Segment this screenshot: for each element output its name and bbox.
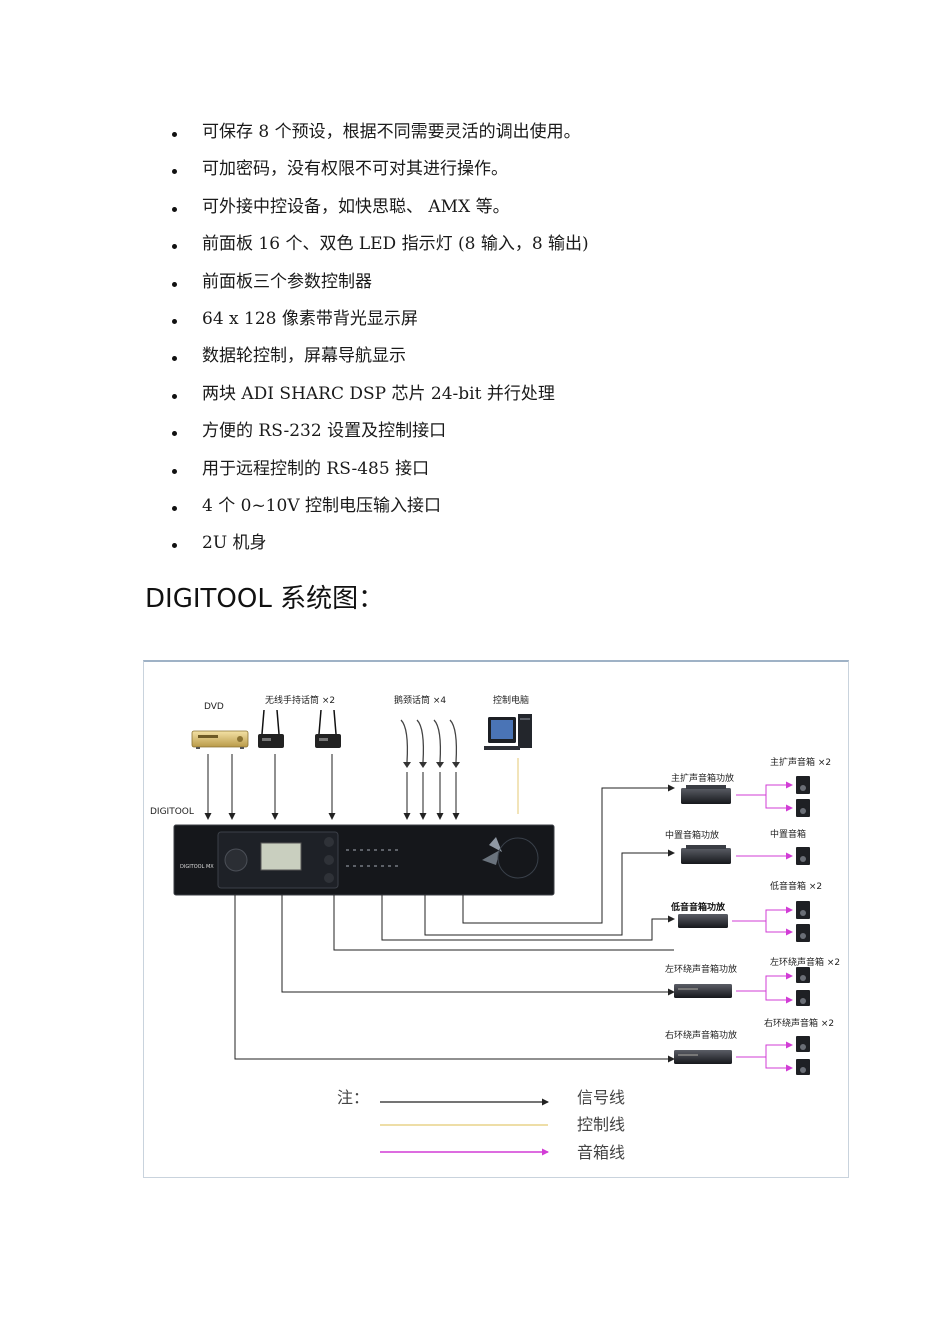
bullet-dot-icon bbox=[172, 505, 177, 511]
bullet-dot-icon bbox=[172, 468, 177, 474]
legend-audio-label: 音箱线 bbox=[577, 1143, 625, 1162]
feature-list: 可保存 8 个预设，根据不同需要灵活的调出使用。 可加密码，没有权限不可对其进行… bbox=[172, 118, 589, 567]
computer-icon bbox=[484, 714, 532, 750]
speaker-label: 低音音箱 ×2 bbox=[770, 880, 822, 892]
section-heading: DIGITOOL 系统图： bbox=[145, 584, 385, 614]
list-item: 可保存 8 个预设，根据不同需要灵活的调出使用。 bbox=[172, 118, 589, 155]
amplifier-icon bbox=[678, 914, 728, 928]
list-item: 前面板 16 个、双色 LED 指示灯 (8 输入，8 输出) bbox=[172, 230, 589, 267]
list-item: 方便的 RS-232 设置及控制接口 bbox=[172, 417, 589, 454]
bullet-dot-icon bbox=[172, 169, 177, 175]
speaker-label: 主扩声音箱 ×2 bbox=[770, 756, 831, 768]
audio-lines bbox=[732, 781, 793, 1072]
speaker-label: 左环绕声音箱 ×2 bbox=[770, 956, 840, 968]
list-item: 4 个 0~10V 控制电压输入接口 bbox=[172, 492, 589, 529]
digitool-processor-icon: DIGITOOL MX bbox=[173, 824, 555, 896]
list-item: 前面板三个参数控制器 bbox=[172, 268, 589, 305]
speaker-label: 右环绕声音箱 ×2 bbox=[764, 1017, 834, 1029]
speaker-label: 中置音箱 bbox=[770, 828, 806, 840]
legend-control-label: 控制线 bbox=[577, 1115, 625, 1134]
list-item: 用于远程控制的 RS-485 接口 bbox=[172, 455, 589, 492]
bullet-dot-icon bbox=[172, 431, 177, 437]
bullet-dot-icon bbox=[172, 318, 177, 324]
amp-label: 中置音箱功放 bbox=[665, 829, 719, 841]
list-item: 可加密码，没有权限不可对其进行操作。 bbox=[172, 155, 589, 192]
wireless-mic-icon bbox=[258, 709, 284, 748]
amplifier-icon bbox=[674, 1050, 732, 1064]
speaker-icon bbox=[796, 776, 810, 1075]
wireless-mic-icon bbox=[315, 709, 341, 748]
list-item: 数据轮控制，屏幕导航显示 bbox=[172, 342, 589, 379]
signal-output-lines bbox=[234, 784, 675, 1063]
bullet-dot-icon bbox=[172, 132, 177, 137]
processor-label: DIGITOOL bbox=[150, 807, 194, 817]
gooseneck-mic-base-icon bbox=[403, 762, 460, 768]
legend-title: 注： bbox=[337, 1088, 369, 1107]
bullet-dot-icon bbox=[172, 244, 177, 250]
bullet-dot-icon bbox=[172, 206, 177, 212]
list-item: 64 x 128 像素带背光显示屏 bbox=[172, 305, 589, 342]
gooseneck-mic-icon bbox=[400, 719, 458, 763]
processor-brand: DIGITOOL MX bbox=[180, 864, 214, 870]
amp-label: 左环绕声音箱功放 bbox=[665, 963, 737, 975]
amp-label: 右环绕声音箱功放 bbox=[665, 1029, 737, 1041]
legend-signal-label: 信号线 bbox=[577, 1088, 625, 1107]
amplifier-icon bbox=[681, 845, 731, 864]
dvd-label: DVD bbox=[204, 702, 224, 712]
gooseneck-mic-label: 鹅颈话筒 ×4 bbox=[394, 694, 446, 706]
wireless-mic-label: 无线手持话筒 ×2 bbox=[265, 694, 335, 706]
signal-input-lines bbox=[204, 754, 460, 820]
list-item: 两块 ADI SHARC DSP 芯片 24-bit 并行处理 bbox=[172, 380, 589, 417]
amp-label: 低音音箱功放 bbox=[670, 901, 726, 913]
bullet-dot-icon bbox=[172, 543, 177, 549]
bullet-dot-icon bbox=[172, 356, 177, 362]
dvd-player-icon bbox=[191, 730, 249, 749]
list-item: 可外接中控设备，如快思聪、 AMX 等。 bbox=[172, 193, 589, 230]
amp-label: 主扩声音箱功放 bbox=[671, 772, 734, 784]
list-item: 2U 机身 bbox=[172, 529, 589, 566]
control-pc-label: 控制电脑 bbox=[493, 694, 529, 706]
bullet-dot-icon bbox=[172, 393, 177, 399]
bullet-dot-icon bbox=[172, 281, 177, 287]
amplifier-icon bbox=[681, 785, 731, 804]
system-diagram: DVD 无线手持话筒 ×2 鹅颈话筒 ×4 控制电脑 bbox=[143, 660, 849, 1178]
amplifier-icon bbox=[674, 984, 732, 998]
